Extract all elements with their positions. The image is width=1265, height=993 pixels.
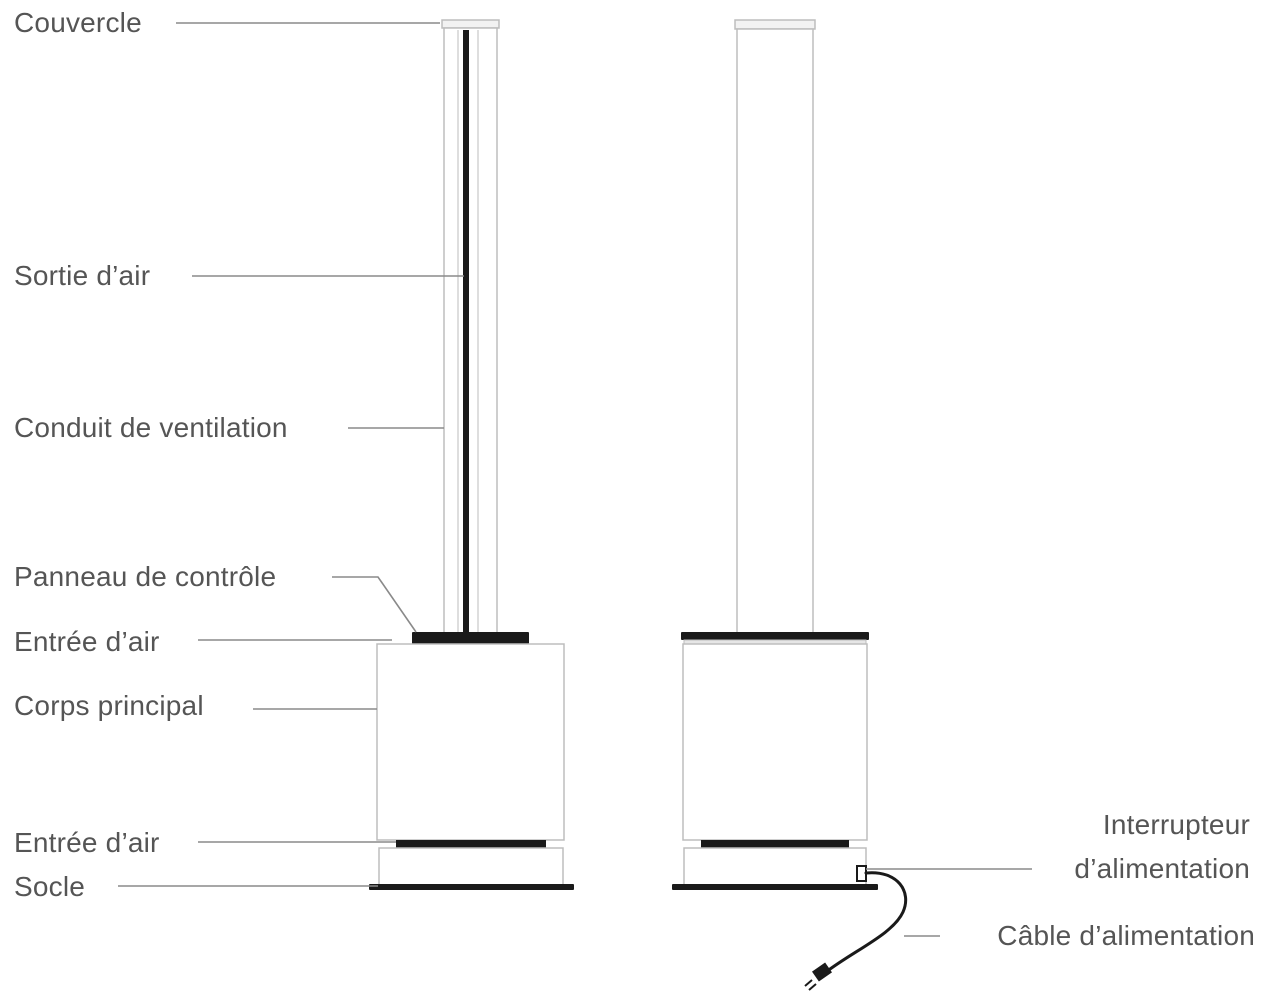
front-control-panel bbox=[412, 632, 529, 644]
label-air-outlet: Sortie d’air bbox=[14, 260, 151, 291]
power-plug-icon bbox=[804, 962, 832, 991]
back-main-body bbox=[682, 643, 868, 841]
label-air-inlet-bottom: Entrée d’air bbox=[14, 827, 160, 858]
leader-control-panel bbox=[332, 576, 417, 633]
label-air-inlet-top: Entrée d’air bbox=[14, 626, 160, 657]
back-air-inlet-bar bbox=[681, 632, 869, 640]
label-cover: Couvercle bbox=[14, 7, 142, 38]
front-lower-air-inlet bbox=[396, 840, 546, 848]
label-power-switch-line1: Interrupteur bbox=[1102, 809, 1250, 840]
back-base-foot bbox=[672, 884, 878, 890]
label-base: Socle bbox=[14, 871, 86, 902]
label-ventilation-duct: Conduit de ventilation bbox=[14, 412, 288, 443]
label-power-switch-line2: d’alimentation bbox=[1074, 853, 1250, 884]
label-control-panel: Panneau de contrôle bbox=[14, 561, 277, 592]
back-lower-air-inlet bbox=[701, 840, 849, 848]
front-base bbox=[378, 847, 564, 887]
front-view bbox=[369, 19, 574, 890]
back-duct bbox=[736, 28, 814, 634]
label-main-body: Corps principal bbox=[14, 690, 204, 721]
back-view bbox=[672, 19, 908, 991]
label-power-cable: Câble d’alimentation bbox=[997, 920, 1255, 951]
front-main-body bbox=[376, 643, 565, 841]
front-cover-cap bbox=[441, 19, 500, 29]
front-air-outlet-slit bbox=[463, 30, 469, 632]
front-base-foot bbox=[369, 884, 574, 890]
leader-lines bbox=[118, 22, 1032, 937]
power-cable bbox=[824, 871, 908, 974]
front-duct bbox=[443, 27, 498, 635]
back-cover-cap bbox=[734, 19, 816, 30]
back-base bbox=[683, 847, 867, 887]
